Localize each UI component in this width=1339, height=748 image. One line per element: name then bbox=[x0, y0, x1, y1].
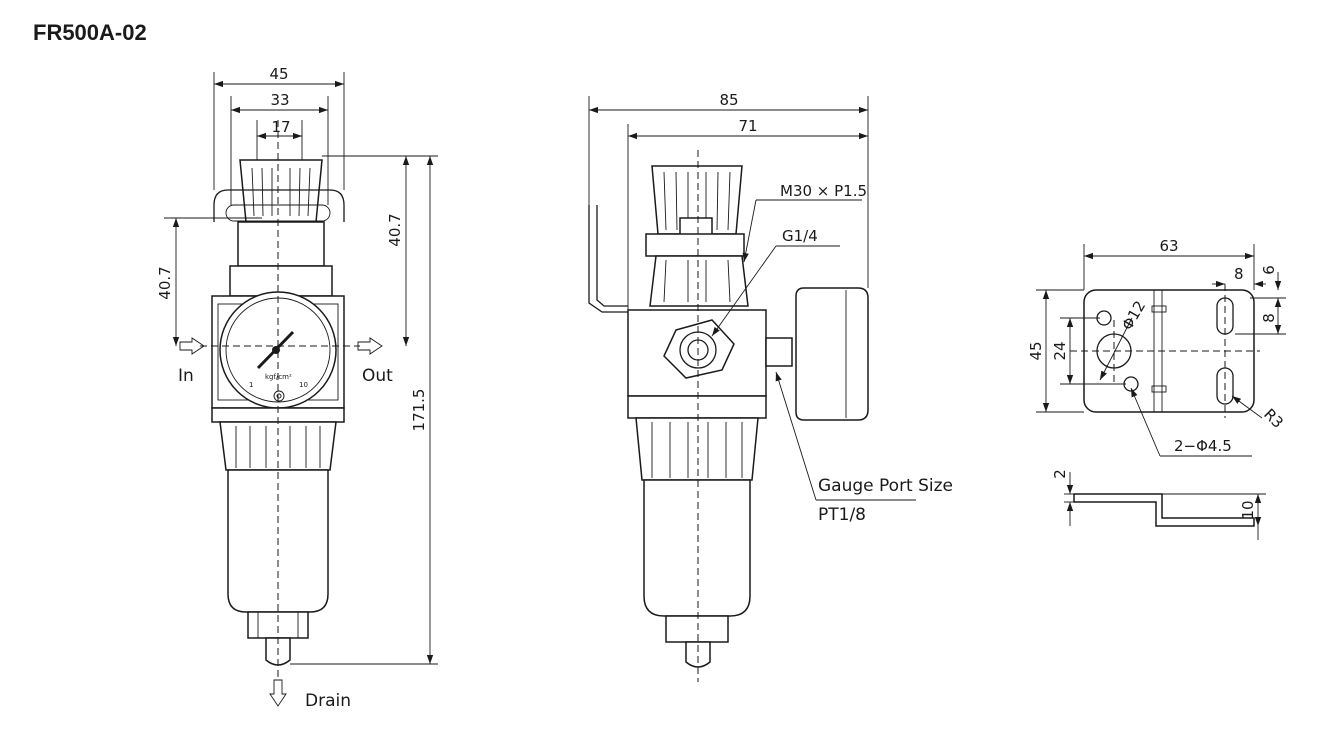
guard-ribs bbox=[235, 426, 321, 468]
drawing-title: FR500A-02 bbox=[33, 20, 147, 45]
dim-slot-offset: 8 bbox=[1234, 265, 1244, 283]
arrow-right-icon bbox=[179, 337, 205, 355]
bonnet bbox=[237, 221, 325, 267]
dim-bracket-width: 63 bbox=[1159, 237, 1178, 255]
mounting-bracket-front bbox=[213, 189, 345, 222]
bracket-side bbox=[588, 205, 628, 313]
dim-slot-length: 8 bbox=[1260, 313, 1278, 323]
side-drain bbox=[685, 641, 711, 668]
callout-thread: M30 × P1.5 bbox=[780, 182, 867, 200]
gauge-max: 10 bbox=[299, 381, 308, 389]
side-drain-nut bbox=[665, 615, 729, 643]
side-bonnet bbox=[649, 255, 749, 307]
side-guard bbox=[635, 417, 759, 481]
gauge-stub bbox=[765, 337, 793, 367]
dim-body-depth: 71 bbox=[738, 117, 757, 135]
callout-gauge-thread: PT1/8 bbox=[818, 505, 866, 525]
dim-body-width: 33 bbox=[270, 91, 289, 109]
dim-overall-depth: 85 bbox=[719, 91, 738, 109]
callout-gauge-port: Gauge Port Size bbox=[818, 476, 953, 496]
dim-offset-height: 10 bbox=[1239, 500, 1257, 519]
side-bowl bbox=[643, 479, 751, 617]
arrow-down-icon bbox=[269, 679, 287, 707]
dim-mount-holes: 2−Φ4.5 bbox=[1174, 437, 1232, 455]
needle-pivot bbox=[272, 346, 280, 354]
arrow-right-icon bbox=[357, 337, 383, 355]
dim-port-height-left: 40.7 bbox=[156, 266, 174, 299]
front-view: kgf/cm² 1 10 45 33 17 bbox=[156, 65, 438, 711]
bracket-view: 63 8 6 8 45 24 Φ12 R3 2−Φ4.5 bbox=[1027, 237, 1287, 540]
side-gauge bbox=[795, 287, 869, 421]
side-view: 85 71 M30 × P1.5 G1/4 Gauge Port Size PT… bbox=[588, 91, 953, 682]
dim-overall-width: 45 bbox=[269, 65, 288, 83]
callout-port: G1/4 bbox=[782, 227, 818, 245]
dim-knob-width: 17 bbox=[271, 118, 290, 136]
label-in: In bbox=[178, 366, 194, 386]
gauge-screw bbox=[273, 390, 285, 402]
knob-grooves bbox=[251, 167, 311, 217]
dim-bracket-height: 45 bbox=[1027, 341, 1045, 360]
label-drain: Drain bbox=[305, 691, 351, 711]
bracket-profile bbox=[1073, 493, 1255, 527]
label-out: Out bbox=[362, 366, 393, 386]
dim-slot-width: 6 bbox=[1260, 265, 1278, 275]
side-ring bbox=[627, 395, 767, 419]
dim-overall-height: 171.5 bbox=[410, 389, 428, 432]
dim-thickness: 2 bbox=[1051, 469, 1069, 479]
gauge-min: 1 bbox=[249, 381, 253, 389]
dim-port-height-right: 40.7 bbox=[386, 213, 404, 246]
dim-slot-radius: R3 bbox=[1260, 405, 1287, 432]
side-lock-nut bbox=[645, 233, 745, 257]
dim-hole-spacing: 24 bbox=[1051, 341, 1069, 360]
